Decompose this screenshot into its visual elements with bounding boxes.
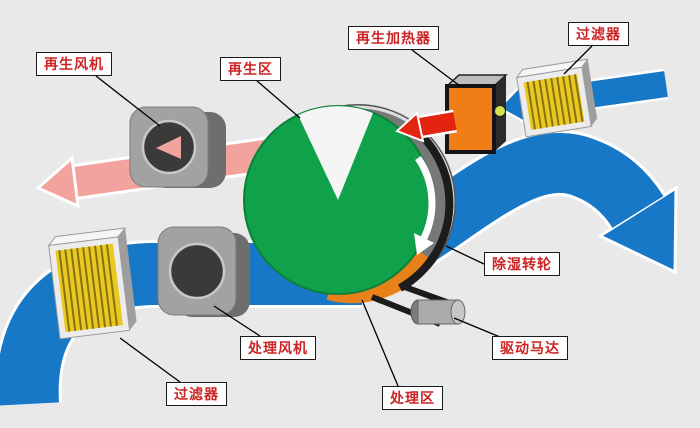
- label-regen-zone: 再生区: [220, 57, 281, 81]
- hot-air-arrow: [395, 109, 457, 143]
- label-filter-top: 过滤器: [568, 22, 629, 46]
- label-dehumid-wheel: 除湿转轮: [484, 252, 560, 276]
- callout-lines: [95, 45, 593, 387]
- drive-motor-graphic: [410, 299, 466, 325]
- regen-fan-graphic: [129, 106, 226, 188]
- desiccant-wheel-graphic: [243, 104, 466, 327]
- filter-top-graphic: [515, 58, 598, 138]
- rotation-arrow-icon: [414, 156, 436, 255]
- label-drive-motor: 驱动马达: [492, 336, 568, 360]
- regen-heater-graphic: [445, 74, 508, 154]
- wheel-regen-sector: [298, 106, 373, 200]
- label-regen-fan: 再生风机: [36, 52, 112, 76]
- filter-bottom-graphic: [47, 227, 137, 340]
- process-fan-graphic: [157, 226, 250, 317]
- label-process-fan: 处理风机: [240, 336, 316, 360]
- label-regen-heater: 再生加热器: [348, 26, 439, 50]
- label-filter-bottom: 过滤器: [166, 382, 227, 406]
- heater-indicator-dot: [494, 105, 506, 117]
- label-process-zone: 处理区: [382, 386, 443, 410]
